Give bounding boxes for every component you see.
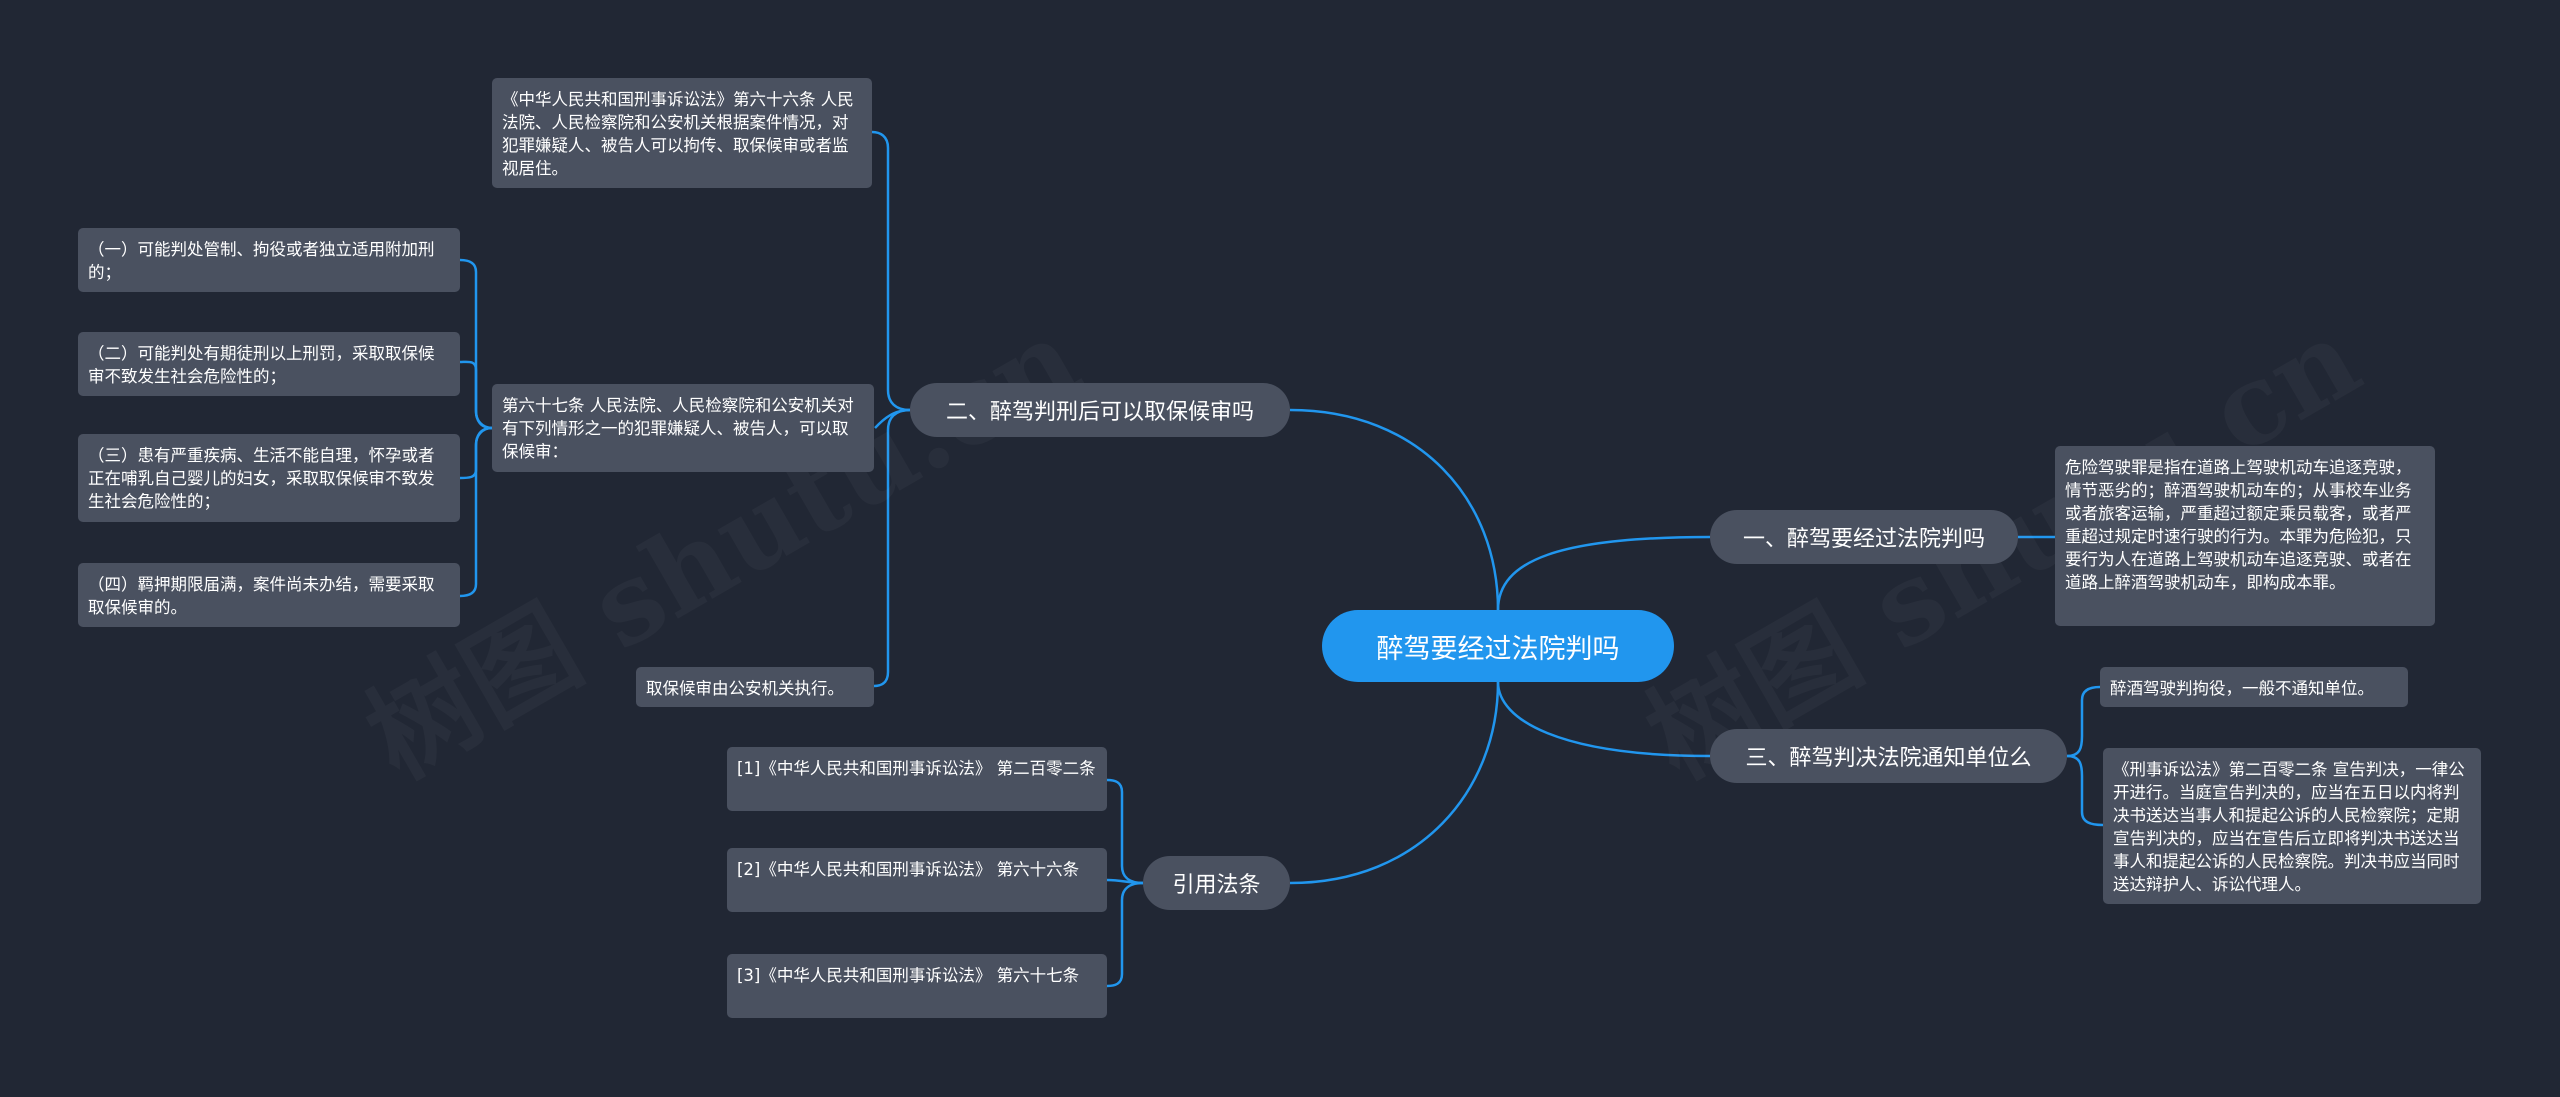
leaf-text: 醉酒驾驶判拘役，一般不通知单位。	[2110, 679, 2374, 698]
leaf-node[interactable]: 《中华人民共和国刑事诉讼法》第六十六条 人民法院、人民检察院和公安机关根据案件情…	[492, 78, 872, 188]
link-root-b4	[1289, 681, 1500, 885]
leaf-text: [1]《中华人民共和国刑事诉讼法》 第二百零二条	[737, 759, 1096, 778]
branch-node-2[interactable]: 二、醉驾判刑后可以取保候审吗	[910, 383, 1290, 437]
leaf-node[interactable]: 醉酒驾驶判拘役，一般不通知单位。	[2100, 667, 2408, 707]
link-b4-leaves	[1106, 778, 1144, 885]
leaf-text: 第六十七条 人民法院、人民检察院和公安机关对有下列情形之一的犯罪嫌疑人、被告人，…	[502, 396, 854, 461]
leaf-text: 《刑事诉讼法》第二百零二条 宣告判决，一律公开进行。当庭宣告判决的，应当在五日以…	[2113, 760, 2465, 894]
citation-node[interactable]: [2]《中华人民共和国刑事诉讼法》 第六十六条	[727, 848, 1107, 912]
link-root-b1	[1496, 535, 1711, 611]
leaf-node[interactable]: 取保候审由公安机关执行。	[636, 667, 874, 707]
link-b3-leaves	[2066, 685, 2101, 758]
link-b2-leaves	[871, 130, 911, 412]
branch-node-3[interactable]: 三、醉驾判决法院通知单位么	[1710, 729, 2067, 783]
sub-leaf-node[interactable]: （二）可能判处有期徒刑以上刑罚，采取取保候审不致发生社会危险性的；	[78, 332, 460, 396]
leaf-text: 《中华人民共和国刑事诉讼法》第六十六条 人民法院、人民检察院和公安机关根据案件情…	[502, 90, 854, 178]
sub-leaf-node[interactable]: （三）患有严重疾病、生活不能自理，怀孕或者正在哺乳自己婴儿的妇女，采取取保候审不…	[78, 434, 460, 522]
citation-node[interactable]: [3]《中华人民共和国刑事诉讼法》 第六十七条	[727, 954, 1107, 1018]
leaf-text: [2]《中华人民共和国刑事诉讼法》 第六十六条	[737, 860, 1080, 879]
link-root-b2	[1289, 408, 1500, 611]
leaf-text: [3]《中华人民共和国刑事诉讼法》 第六十七条	[737, 966, 1080, 985]
leaf-text: （四）羁押期限届满，案件尚未办结，需要采取取保候审的。	[88, 575, 435, 617]
leaf-text: （三）患有严重疾病、生活不能自理，怀孕或者正在哺乳自己婴儿的妇女，采取取保候审不…	[88, 446, 435, 511]
link-root-b3	[1496, 681, 1711, 758]
sub-leaf-node[interactable]: （一）可能判处管制、拘役或者独立适用附加刑的；	[78, 228, 460, 292]
leaf-node[interactable]: 《刑事诉讼法》第二百零二条 宣告判决，一律公开进行。当庭宣告判决的，应当在五日以…	[2103, 748, 2481, 904]
leaf-text: 危险驾驶罪是指在道路上驾驶机动车追逐竞驶，情节恶劣的；醉酒驾驶机动车的；从事校车…	[2065, 458, 2412, 592]
branch-node-4[interactable]: 引用法条	[1143, 856, 1290, 910]
leaf-node[interactable]: 危险驾驶罪是指在道路上驾驶机动车追逐竞驶，情节恶劣的；醉酒驾驶机动车的；从事校车…	[2055, 446, 2435, 626]
leaf-text: （二）可能判处有期徒刑以上刑罚，采取取保候审不致发生社会危险性的；	[88, 344, 435, 386]
leaf-text: （一）可能判处管制、拘役或者独立适用附加刑的；	[88, 240, 435, 282]
branch-node-1[interactable]: 一、醉驾要经过法院判吗	[1710, 510, 2018, 564]
leaf-node[interactable]: 第六十七条 人民法院、人民检察院和公安机关对有下列情形之一的犯罪嫌疑人、被告人，…	[492, 384, 874, 472]
sub-leaf-node[interactable]: （四）羁押期限届满，案件尚未办结，需要采取取保候审的。	[78, 563, 460, 627]
citation-node[interactable]: [1]《中华人民共和国刑事诉讼法》 第二百零二条	[727, 747, 1107, 811]
root-node[interactable]: 醉驾要经过法院判吗	[1322, 610, 1674, 682]
leaf-text: 取保候审由公安机关执行。	[646, 679, 844, 698]
